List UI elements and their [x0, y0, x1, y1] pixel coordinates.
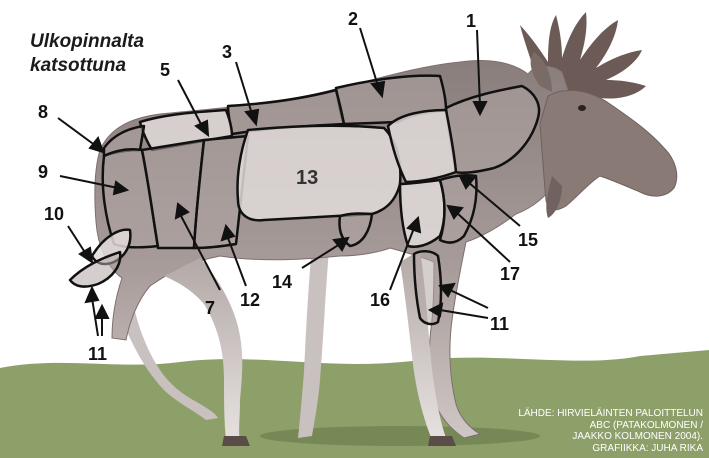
label-14: 14	[272, 272, 292, 292]
cut-16-shoulder	[400, 180, 445, 247]
label-8: 8	[38, 102, 48, 122]
cut-13-ribs	[237, 126, 400, 220]
label-13: 13	[296, 167, 318, 189]
title-line-2: katsottuna	[30, 54, 144, 78]
label-7: 7	[205, 298, 215, 318]
label-15: 15	[518, 230, 538, 250]
label-9: 9	[38, 162, 48, 182]
label-11-front: 11	[490, 314, 509, 334]
front-hoof	[428, 436, 456, 446]
credit-line-2: ABC (PATAKOLMONEN /	[518, 420, 703, 432]
label-3: 3	[222, 42, 232, 62]
label-16: 16	[370, 290, 390, 310]
label-1: 1	[466, 11, 476, 31]
label-2: 2	[348, 9, 358, 29]
label-11-hind: 11	[88, 344, 107, 364]
label-17: 17	[500, 264, 520, 284]
label-12: 12	[240, 290, 260, 310]
label-5: 5	[160, 60, 170, 80]
label-10: 10	[44, 204, 64, 224]
credit-line-1: LÄHDE: HIRVIELÄINTEN PALOITTELUN	[518, 408, 703, 420]
hind-hoof	[222, 436, 250, 446]
source-credit: LÄHDE: HIRVIELÄINTEN PALOITTELUN ABC (PA…	[518, 408, 703, 454]
credit-line-3: JAAKKO KOLMONEN 2004).	[518, 431, 703, 443]
credit-line-4: GRAFIIKKA: JUHA RIKA	[518, 443, 703, 455]
title-line-1: Ulkopinnalta	[30, 30, 144, 54]
moose-eye	[578, 105, 586, 111]
diagram-title: Ulkopinnalta katsottuna	[30, 30, 144, 78]
